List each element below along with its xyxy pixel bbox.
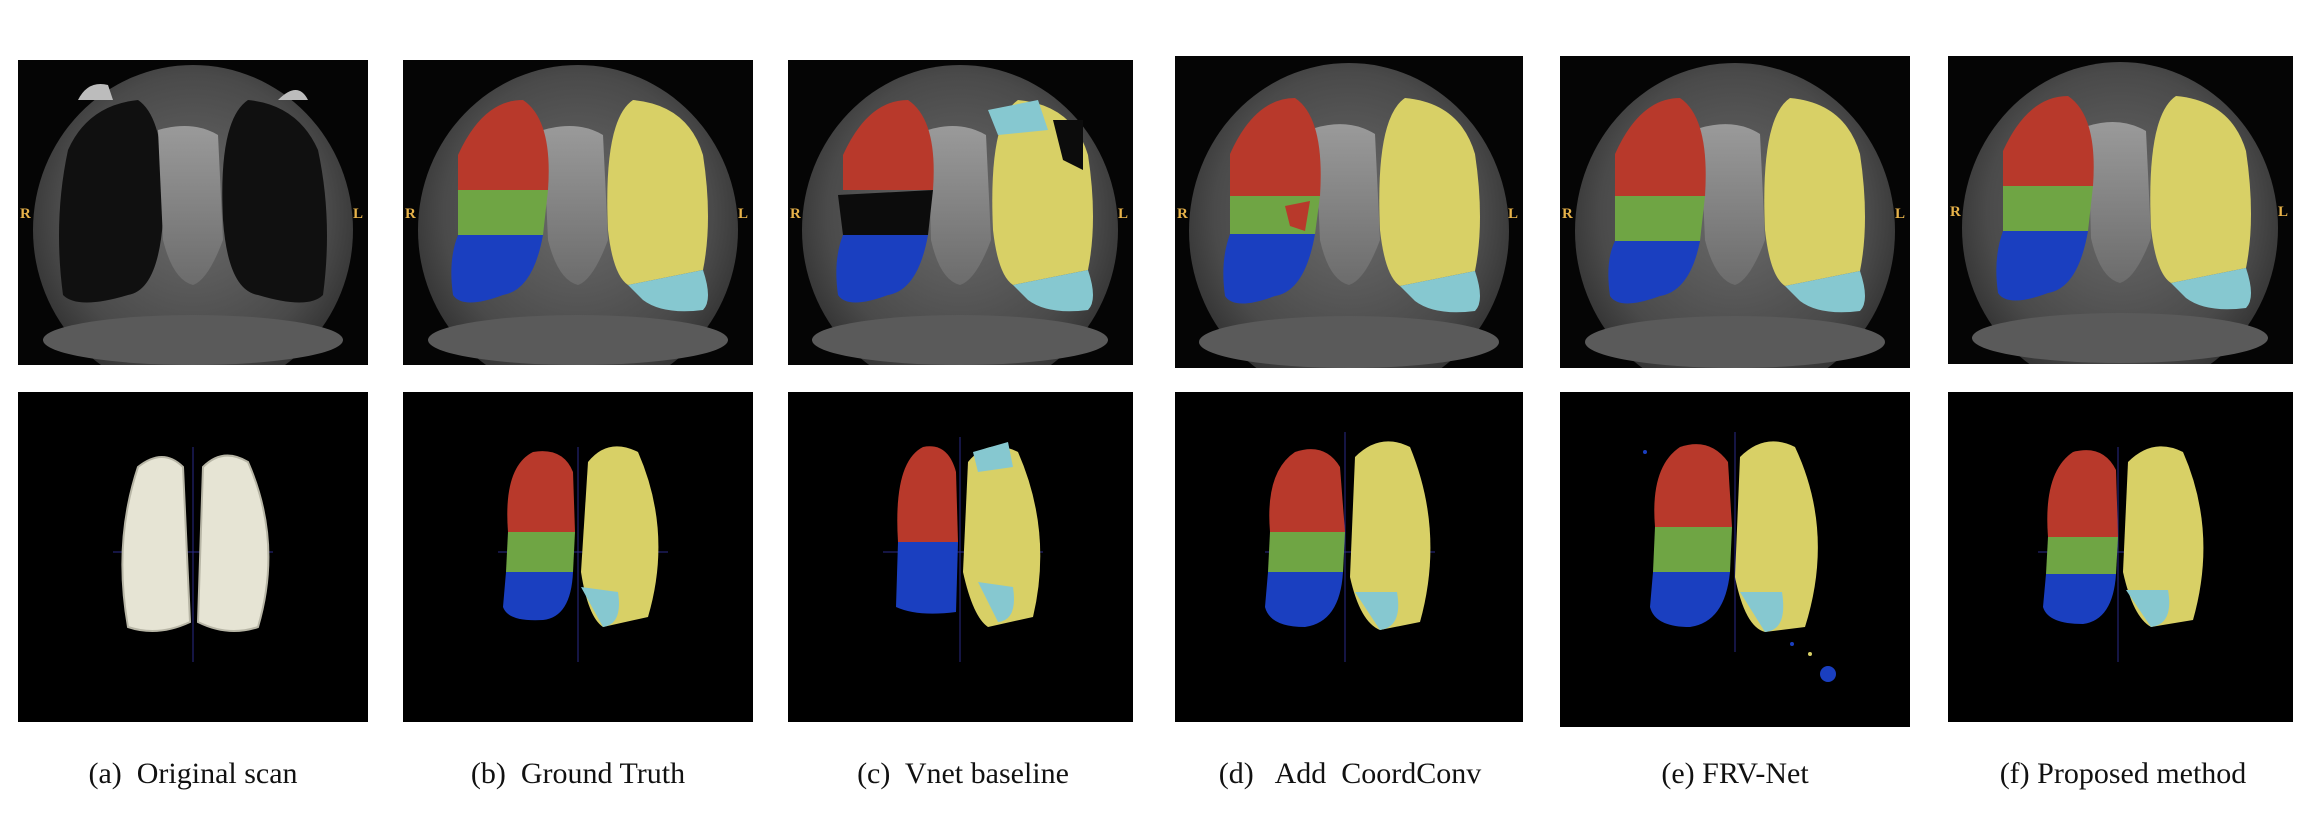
caption-c: (c) Vnet baseline [857, 757, 1069, 790]
lung-3d-render-panel [1175, 392, 1523, 722]
orientation-label-right: R [1177, 206, 1188, 222]
ct-scan-panel: R L [403, 60, 753, 365]
orientation-label-right: R [405, 206, 416, 222]
ct-scan-panel: R L [1560, 56, 1910, 368]
orientation-label-left: L [1508, 206, 1518, 222]
orientation-label-left: L [738, 206, 748, 222]
ct-scan-image: R L [18, 60, 368, 365]
lung-3d-render-panel [788, 392, 1133, 722]
ct-scan-panel: R L [18, 60, 368, 365]
ct-scan-image: R L [1175, 56, 1523, 368]
orientation-label-left: L [1118, 206, 1128, 222]
orientation-label-left: L [2278, 204, 2288, 220]
figure-column-e: R L (e) FRV-Net [1560, 0, 1910, 813]
lung-3d-render [1175, 392, 1523, 722]
orientation-label-right: R [1950, 204, 1961, 220]
figure-column-b: R L (b) Ground Truth [403, 0, 753, 813]
ct-scan-image: R L [403, 60, 753, 365]
ct-scan-image: R L [788, 60, 1133, 365]
orientation-label-right: R [20, 206, 31, 222]
caption-b: (b) Ground Truth [470, 757, 686, 790]
lung-3d-render [788, 392, 1133, 722]
ct-scan-panel: R L [1948, 56, 2293, 364]
caption-e: (e) FRV-Net [1661, 757, 1809, 790]
lung-3d-render-panel [18, 392, 368, 722]
caption-a: (a) Original scan [88, 757, 298, 790]
orientation-label-left: L [353, 206, 363, 222]
orientation-label-right: R [1562, 206, 1573, 222]
lung-3d-render-panel [1948, 392, 2293, 722]
ct-scan-image: R L [1948, 56, 2293, 364]
lung-3d-render-panel [1560, 392, 1910, 727]
caption-d: (d) Add CoordConv [1218, 757, 1482, 790]
lung-3d-render-panel [403, 392, 753, 722]
lung-3d-render [18, 392, 368, 722]
lung-3d-render [1948, 392, 2293, 722]
lung-3d-render [403, 392, 753, 722]
lung-3d-render [1560, 392, 1910, 727]
figure-column-c: R L (c) Vnet baseline [788, 0, 1138, 813]
ct-scan-panel: R L [788, 60, 1133, 365]
ct-scan-image: R L [1560, 56, 1910, 368]
orientation-label-right: R [790, 206, 801, 222]
orientation-label-left: L [1895, 206, 1905, 222]
figure-column-d: R L (d) Add CoordConv [1175, 0, 1525, 813]
figure-column-f: R L (f) Proposed method [1948, 0, 2298, 813]
caption-f: (f) Proposed method [1999, 757, 2247, 790]
figure-column-a: R L (a) Original scan [18, 0, 368, 813]
ct-scan-panel: R L [1175, 56, 1523, 368]
